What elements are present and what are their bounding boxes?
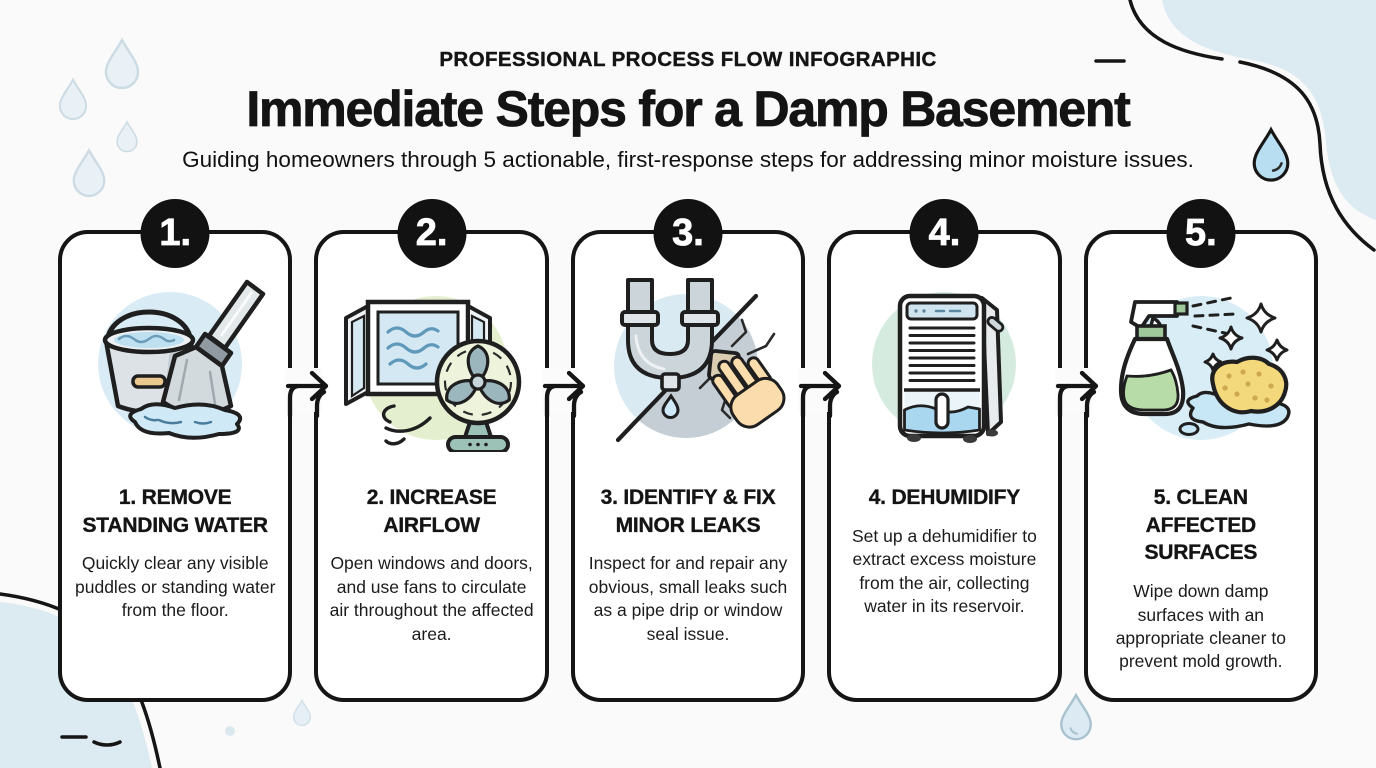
step-number: 5. bbox=[1184, 212, 1217, 255]
bucket-wetvac-icon bbox=[75, 276, 275, 452]
step-title-line: 2. INCREASE bbox=[366, 486, 497, 509]
step-card-5: 5. bbox=[1083, 199, 1319, 702]
step-number-badge: 1. bbox=[140, 199, 210, 268]
step-title-line: STANDING WATER bbox=[82, 513, 268, 537]
step-number: 1. bbox=[159, 212, 192, 255]
step-number: 2. bbox=[415, 212, 448, 255]
window-fan-icon bbox=[332, 276, 532, 452]
step-title-line: MINOR LEAKS bbox=[615, 513, 761, 537]
step-title-line: 1. REMOVE bbox=[118, 486, 232, 509]
step-title-line: 4. DEHUMIDIFY bbox=[868, 486, 1021, 509]
step-card-4: 4. bbox=[827, 199, 1062, 702]
step-title: 5. CLEAN AFFECTED SURFACES bbox=[1088, 484, 1314, 567]
step-title-line: 5. CLEAN AFFECTED bbox=[1145, 486, 1257, 537]
step-description: Open windows and doors, and use fans to … bbox=[329, 553, 534, 644]
subtitle-text: Guiding homeowners through 5 actionable,… bbox=[182, 147, 1194, 172]
dehumidifier-icon bbox=[844, 276, 1044, 452]
step-card-2: 2. bbox=[314, 199, 549, 702]
step-description: Wipe down damp surfaces with an appropri… bbox=[1115, 581, 1286, 672]
step-card-1: 1. bbox=[58, 199, 293, 702]
step-title: 4. DEHUMIDIFY bbox=[831, 484, 1057, 512]
eyebrow-text: PROFESSIONAL PROCESS FLOW INFOGRAPHIC bbox=[439, 48, 937, 71]
header: PROFESSIONAL PROCESS FLOW INFOGRAPHIC Im… bbox=[0, 48, 1376, 173]
step-description: Quickly clear any visible puddles or sta… bbox=[75, 553, 276, 621]
step-title-line: 3. IDENTIFY & FIX bbox=[600, 486, 776, 509]
leaking-pipe-crack-patch-icon bbox=[588, 276, 788, 452]
spray-bottle-sponge-icon bbox=[1101, 276, 1301, 452]
step-number-badge: 4. bbox=[909, 199, 979, 268]
step-title-line: SURFACES bbox=[1144, 541, 1258, 565]
step-title: 1. REMOVE STANDING WATER bbox=[62, 484, 288, 539]
step-number: 3. bbox=[672, 212, 704, 255]
step-title: 3. IDENTIFY & FIX MINOR LEAKS bbox=[575, 484, 801, 539]
step-title-line: AIRFLOW bbox=[383, 513, 480, 537]
step-card-3: 3. bbox=[570, 199, 806, 702]
step-number-badge: 3. bbox=[653, 199, 723, 268]
page-title: Immediate Steps for a Damp Basement bbox=[246, 81, 1131, 138]
step-number-badge: 2. bbox=[397, 199, 467, 268]
step-description: Inspect for and repair any obvious, smal… bbox=[588, 553, 788, 644]
steps-row: 1. bbox=[58, 199, 1319, 702]
step-description: Set up a dehumidifier to extract excess … bbox=[852, 525, 1037, 617]
step-number-badge: 5. bbox=[1166, 199, 1236, 268]
step-title: 2. INCREASE AIRFLOW bbox=[318, 484, 544, 539]
step-number: 4. bbox=[928, 212, 961, 255]
